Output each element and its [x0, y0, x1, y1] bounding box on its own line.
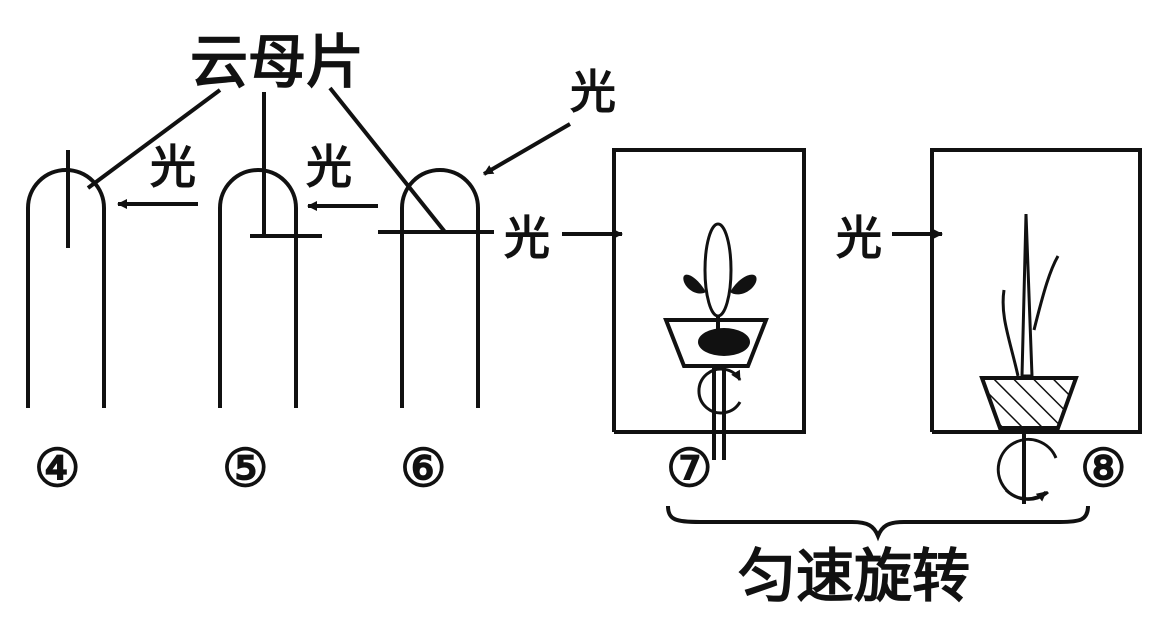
plant-7-leaf-left	[683, 274, 706, 294]
rotation-arrow-8-b	[1004, 488, 1047, 502]
plant-7-leaf-right	[730, 274, 757, 295]
mica-leader-4	[86, 88, 222, 190]
figure-number-5: ⑤	[222, 438, 269, 499]
box-8	[930, 148, 1142, 504]
figure-number-7: ⑦	[666, 438, 713, 499]
pot-7-soil	[698, 328, 750, 356]
light-label-4: 光	[150, 140, 196, 194]
pot-8	[979, 376, 1079, 430]
light-label-7: 光	[504, 211, 550, 265]
light-label-5: 光	[306, 140, 352, 194]
rotation-label: 匀速旋转	[738, 542, 970, 610]
coleoptile-4	[26, 150, 106, 408]
mica-label: 云母片	[190, 28, 364, 96]
plant-7-tip	[703, 222, 733, 318]
pot-7	[663, 318, 769, 368]
coleoptile-5	[218, 160, 322, 408]
figure-number-8: ⑧	[1080, 438, 1127, 499]
mica-leader-6	[328, 86, 447, 234]
plant-8-branch-right	[1032, 255, 1060, 331]
light-label-8: 光	[836, 211, 882, 265]
plant-8-stem	[1020, 213, 1034, 378]
figure-number-4: ④	[34, 438, 81, 499]
coleoptile-6	[378, 168, 494, 408]
light-arrow-6-top	[482, 122, 572, 176]
figure-number-6: ⑥	[400, 438, 447, 499]
plant-8-branch-left	[1001, 289, 1020, 377]
light-label-6-top: 光	[570, 65, 616, 119]
box-7	[612, 148, 806, 460]
rotation-brace	[666, 505, 1090, 542]
rotation-arrow-7	[697, 367, 742, 415]
